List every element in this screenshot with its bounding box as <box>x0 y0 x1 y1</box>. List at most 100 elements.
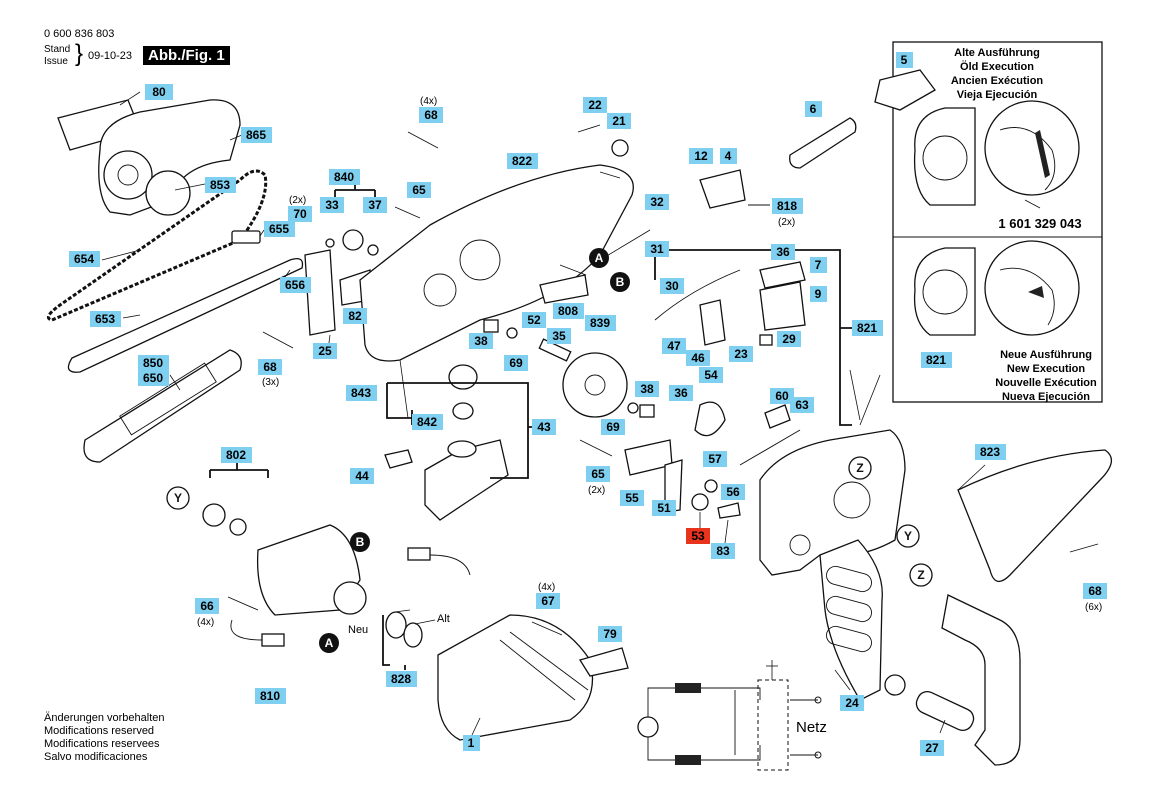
callout-b-bottom: B <box>350 532 370 552</box>
callout-y-right: Y <box>896 524 920 548</box>
group-brackets <box>209 182 852 670</box>
footer-note-fr: Modifications reservees <box>44 738 160 750</box>
svg-text:653: 653 <box>95 312 115 326</box>
label-54: 54 <box>699 367 723 383</box>
svg-text:36: 36 <box>674 386 688 400</box>
svg-text:83: 83 <box>716 544 730 558</box>
svg-text:25: 25 <box>318 344 332 358</box>
callout-a-bottom: A <box>319 633 339 653</box>
callout-z-top: Z <box>848 456 872 480</box>
qty-67: (4x) <box>538 582 555 593</box>
svg-text:43: 43 <box>537 420 551 434</box>
svg-text:B: B <box>356 535 365 549</box>
svg-text:46: 46 <box>691 351 705 365</box>
part-653-guide-bar <box>67 257 304 373</box>
svg-text:650: 650 <box>143 371 163 385</box>
label-69-b: 69 <box>601 419 625 435</box>
svg-text:37: 37 <box>368 198 382 212</box>
part-822-housing <box>359 164 634 362</box>
svg-text:80: 80 <box>152 85 166 99</box>
svg-text:A: A <box>595 251 604 265</box>
svg-text:Z: Z <box>917 568 924 582</box>
new-execution-drawing <box>913 240 1080 336</box>
label-7: 7 <box>810 257 827 273</box>
svg-text:36: 36 <box>776 245 790 259</box>
footer-notes: Änderungen vorbehalten Modifications res… <box>44 712 164 764</box>
note-alt: Alt <box>437 613 450 625</box>
part-54-spring <box>694 401 726 437</box>
parts-geometry <box>46 69 1112 771</box>
svg-text:822: 822 <box>512 154 532 168</box>
qty-66: (4x) <box>197 617 214 628</box>
label-4: 4 <box>720 148 737 164</box>
part-654-chain <box>46 169 268 322</box>
issue-label: Issue <box>44 56 68 67</box>
svg-text:31: 31 <box>650 242 664 256</box>
label-44: 44 <box>350 468 374 484</box>
svg-text:44: 44 <box>355 469 369 483</box>
label-655: 655 <box>264 221 295 237</box>
svg-text:69: 69 <box>606 420 620 434</box>
svg-text:57: 57 <box>708 452 722 466</box>
footer-note-en: Modifications reserved <box>44 725 155 737</box>
label-67: 67 <box>536 593 560 609</box>
label-43: 43 <box>532 419 556 435</box>
svg-text:65: 65 <box>591 467 605 481</box>
svg-text:56: 56 <box>726 485 740 499</box>
inset-new-label-es: Nueva Ejecución <box>1002 391 1090 403</box>
svg-text:865: 865 <box>246 128 266 142</box>
label-60: 60 <box>770 388 794 404</box>
svg-text:853: 853 <box>210 178 230 192</box>
leader-lines <box>101 91 986 736</box>
part-24-handle-grip <box>819 539 883 701</box>
label-55: 55 <box>620 490 644 506</box>
label-821: 821 <box>852 320 883 336</box>
svg-text:4: 4 <box>725 149 732 163</box>
label-29: 29 <box>777 331 801 347</box>
inset-old-part-number: 1 601 329 043 <box>998 216 1081 231</box>
label-80: 80 <box>145 84 173 100</box>
callout-z-bottom: Z <box>909 563 933 587</box>
label-51: 51 <box>652 500 676 516</box>
svg-text:68: 68 <box>1088 584 1102 598</box>
label-842: 842 <box>412 414 443 430</box>
qty-68-a: (3x) <box>262 377 279 388</box>
label-82: 82 <box>343 308 367 324</box>
inset-old-label-fr: Ancien Exécution <box>951 75 1044 87</box>
qty-65-b: (2x) <box>588 485 605 496</box>
label-68-a: 68 <box>258 359 282 375</box>
label-822: 822 <box>507 153 538 169</box>
issue-date: 09-10-23 <box>88 50 133 62</box>
note-netz: Netz <box>796 719 827 736</box>
svg-text:654: 654 <box>74 252 94 266</box>
svg-text:5: 5 <box>901 53 908 67</box>
label-63: 63 <box>790 397 814 413</box>
label-9: 9 <box>810 286 827 302</box>
svg-text:53: 53 <box>691 529 705 543</box>
part-839-gear <box>562 352 628 418</box>
svg-text:69: 69 <box>509 356 523 370</box>
svg-text:30: 30 <box>665 279 679 293</box>
label-56: 56 <box>721 484 745 500</box>
label-654: 654 <box>69 251 100 267</box>
svg-text:52: 52 <box>527 313 541 327</box>
inset-old-label-es: Vieja Ejecución <box>957 89 1038 101</box>
label-37: 37 <box>363 197 387 213</box>
svg-text:Z: Z <box>856 461 863 475</box>
label-802: 802 <box>221 447 252 463</box>
label-69-a: 69 <box>504 355 528 371</box>
label-38-b: 38 <box>635 381 659 397</box>
svg-text:Y: Y <box>174 491 182 505</box>
label-68-c: 68 <box>1083 583 1107 599</box>
svg-text:51: 51 <box>657 501 671 515</box>
svg-text:27: 27 <box>925 741 939 755</box>
label-6: 6 <box>805 101 822 117</box>
label-30: 30 <box>660 278 684 294</box>
label-65-b: 65 <box>586 466 610 482</box>
svg-text:24: 24 <box>845 696 859 710</box>
svg-text:29: 29 <box>782 332 796 346</box>
svg-text:22: 22 <box>588 98 602 112</box>
svg-text:12: 12 <box>694 149 708 163</box>
svg-text:7: 7 <box>815 258 822 272</box>
